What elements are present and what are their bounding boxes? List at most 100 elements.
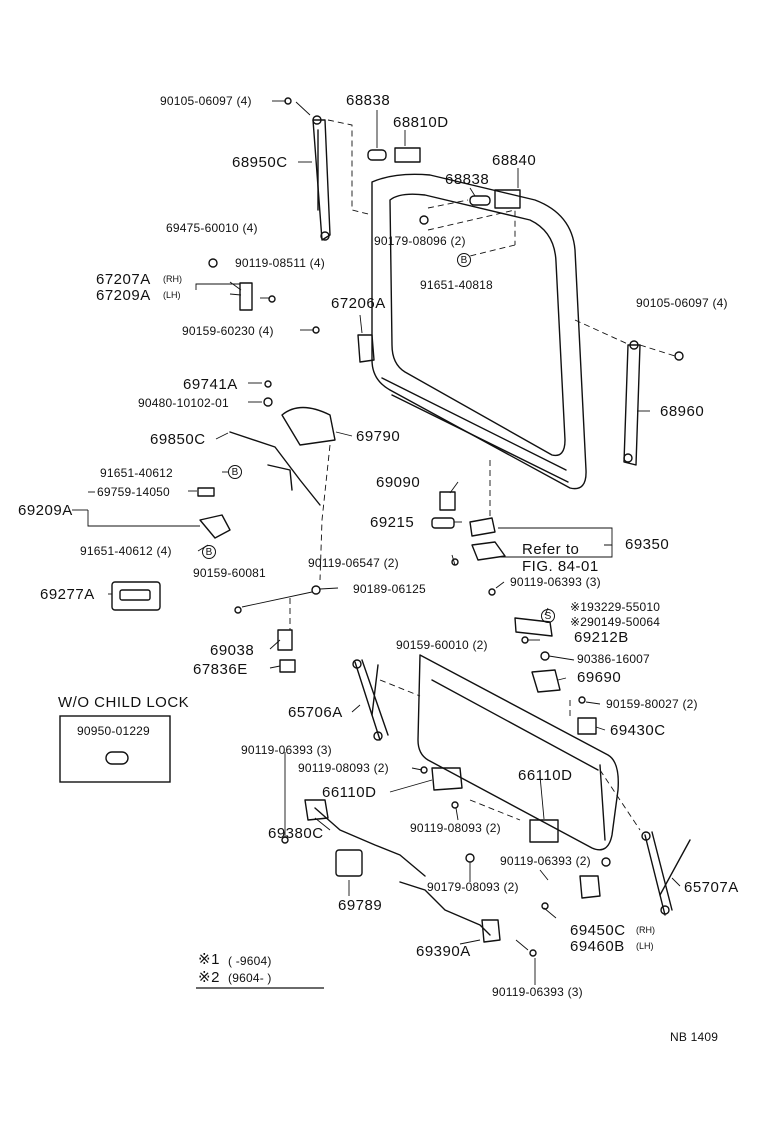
- callout-67206a: 67206A: [331, 295, 386, 312]
- callout-90159-60081: 90159-60081: [193, 566, 266, 580]
- callout-lh-2: (LH): [636, 941, 654, 951]
- hinge-66110d-lower: [529, 819, 559, 843]
- callout-69789: 69789: [338, 897, 383, 914]
- callout-67207a: 67207A: [96, 271, 151, 288]
- callout-69690: 69690: [577, 669, 622, 686]
- callout-65707a: 65707A: [684, 879, 739, 896]
- marker-s-1: S: [541, 609, 555, 623]
- hinge-66110d-upper: [431, 767, 463, 791]
- callout-90189-06125: 90189-06125: [353, 582, 426, 596]
- striker-69350-b: [471, 541, 506, 561]
- callout-90119-08093-a: 90119-08093 (2): [298, 761, 389, 775]
- callout-90105-06097-top: 90105-06097 (4): [160, 94, 252, 108]
- callout-90119-06393-b: 90119-06393 (3): [241, 743, 332, 757]
- lock-69790: [281, 406, 336, 446]
- rod-69380c: [314, 807, 426, 877]
- callout-90480-10102: 90480-10102-01: [138, 396, 229, 410]
- callout-90105-06097-right: 90105-06097 (4): [636, 296, 728, 310]
- bolt: [541, 902, 549, 910]
- callout-193229-55010: ※193229-55010: [570, 600, 661, 614]
- lock-69690: [531, 669, 561, 693]
- phantom-lines: [289, 119, 676, 831]
- callout-69380c: 69380C: [268, 825, 324, 842]
- callout-69215: 69215: [370, 514, 415, 531]
- striker-69350: [469, 517, 496, 537]
- callout-91651-40612-a: 91651-40612: [100, 466, 173, 480]
- footnote-1-mark: ※1: [198, 951, 220, 968]
- callout-90159-60010: 90159-60010 (2): [396, 638, 488, 652]
- handle-69212b: [514, 617, 553, 637]
- block-69789: [335, 849, 363, 877]
- callout-66110d-right: 66110D: [518, 767, 573, 784]
- callout-66110d-left: 66110D: [322, 784, 377, 801]
- callout-68838-b: 68838: [445, 171, 490, 188]
- bolt: [268, 295, 276, 303]
- callout-91651-40612-b: 91651-40612 (4): [80, 544, 172, 558]
- spring-67836e: [279, 659, 296, 673]
- nut: [601, 857, 611, 867]
- bracket-69430c: [577, 717, 597, 735]
- stay-65706a: [352, 659, 389, 741]
- callout-rh-2: (RH): [636, 925, 655, 935]
- callout-90119-06547: 90119-06547 (2): [308, 556, 399, 570]
- pad-68838-a: [367, 149, 387, 161]
- handle-69209a: [199, 514, 231, 539]
- clip-69759: [197, 487, 215, 497]
- nut: [674, 351, 684, 361]
- callout-refer-to: Refer to: [522, 541, 580, 558]
- nut: [419, 215, 429, 225]
- callout-lh-1: (LH): [163, 290, 181, 300]
- lower-tailgate-panel: [417, 654, 619, 851]
- callout-67209a: 67209A: [96, 287, 151, 304]
- callout-90950-01229: 90950-01229: [77, 724, 150, 738]
- footnote-1-range: ( -9604): [228, 954, 272, 968]
- callout-67836e: 67836E: [193, 661, 248, 678]
- hinge-68840: [494, 189, 521, 209]
- callout-69038: 69038: [210, 642, 255, 659]
- callout-69212b: 69212B: [574, 629, 629, 646]
- callout-69450c: 69450C: [570, 922, 626, 939]
- callout-69277a: 69277A: [40, 586, 95, 603]
- hinge-68810d: [394, 147, 421, 163]
- callout-90119-08093-b: 90119-08093 (2): [410, 821, 501, 835]
- callout-69790: 69790: [356, 428, 401, 445]
- callout-68810d: 68810D: [393, 114, 449, 131]
- marker-b-2: B: [228, 465, 242, 479]
- callout-68838-a: 68838: [346, 92, 391, 109]
- child-lock-box: [59, 715, 171, 783]
- footnote-2-mark: ※2: [198, 969, 220, 986]
- cap-90950: [105, 751, 129, 765]
- bolt: [488, 588, 496, 596]
- leader-lines: [72, 100, 681, 985]
- callout-69430c: 69430C: [610, 722, 666, 739]
- nut: [465, 853, 475, 863]
- figure-code: NB 1409: [670, 1030, 719, 1044]
- callout-90119-08511: 90119-08511 (4): [235, 256, 325, 270]
- callout-65706a: 65706A: [288, 704, 343, 721]
- nut: [311, 585, 321, 595]
- callout-69209a: 69209A: [18, 502, 73, 519]
- marker-b-3: B: [202, 545, 216, 559]
- pad-68838-b: [469, 195, 491, 206]
- callout-69850c: 69850C: [150, 431, 206, 448]
- bolt: [234, 606, 242, 614]
- nut: [540, 651, 550, 661]
- child-lock-heading: W/O CHILD LOCK: [58, 694, 190, 711]
- callout-68960: 68960: [660, 403, 705, 420]
- upper-door-frame: [371, 173, 587, 490]
- bolt: [451, 801, 459, 809]
- latch-69380c: [304, 799, 329, 821]
- callout-90386-16007: 90386-16007: [577, 652, 650, 666]
- bracket-67207a: [239, 282, 253, 311]
- nut: [208, 258, 218, 268]
- callout-69460b: 69460B: [570, 938, 625, 955]
- callout-69090: 69090: [376, 474, 421, 491]
- callout-90179-08096: 90179-08096 (2): [374, 234, 466, 248]
- callout-68840: 68840: [492, 152, 537, 169]
- callout-90119-06393-d: 90119-06393 (3): [492, 985, 583, 999]
- callout-69741a: 69741A: [183, 376, 238, 393]
- callout-90179-08093: 90179-08093 (2): [427, 880, 519, 894]
- switch-69090: [439, 491, 456, 511]
- gas-strut-68950c: [312, 115, 331, 241]
